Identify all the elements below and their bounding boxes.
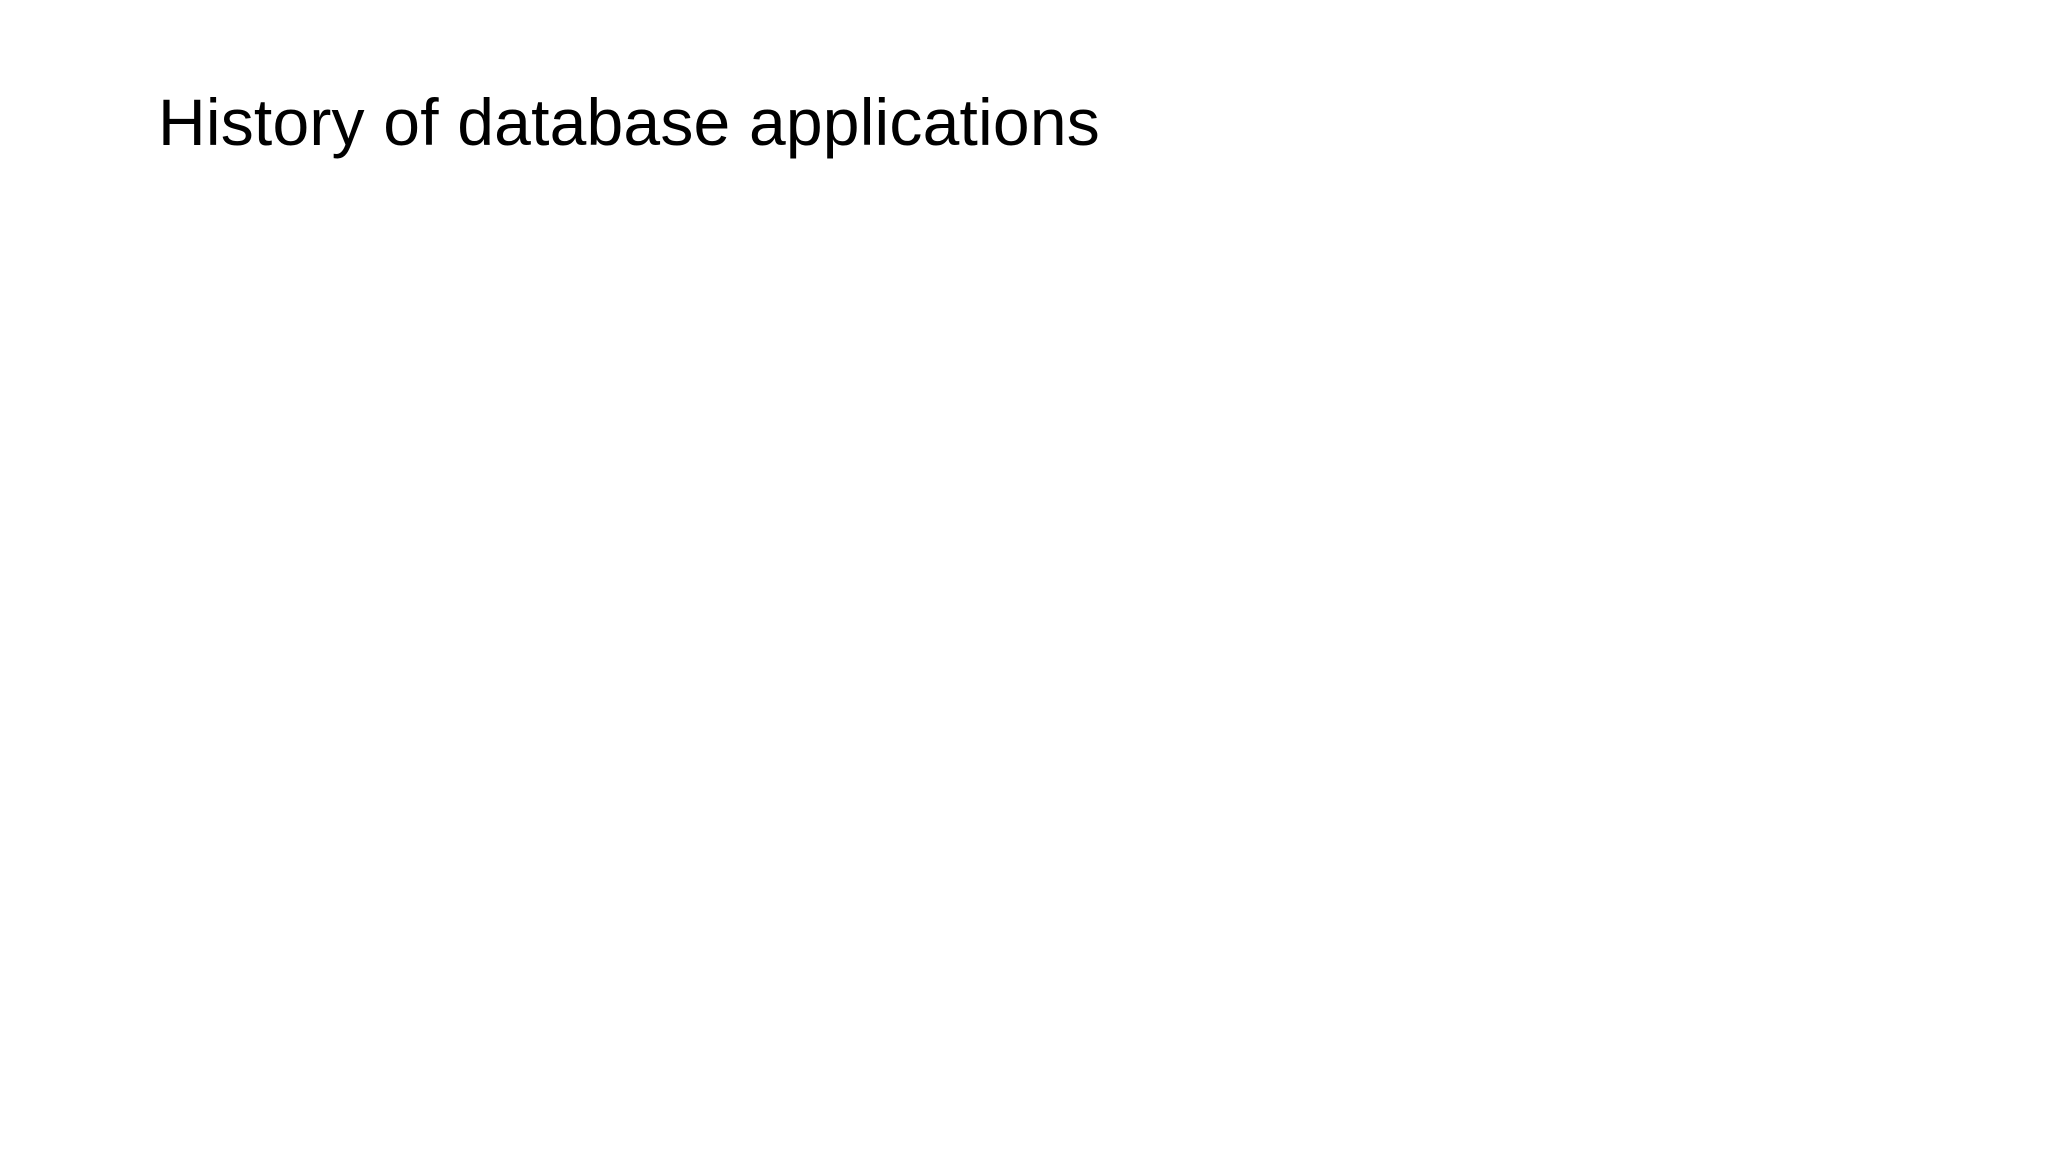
content-placeholder[interactable] [158, 300, 1898, 1060]
page-title: History of database applications [158, 85, 1100, 159]
title-placeholder[interactable]: History of database applications [158, 84, 1898, 252]
